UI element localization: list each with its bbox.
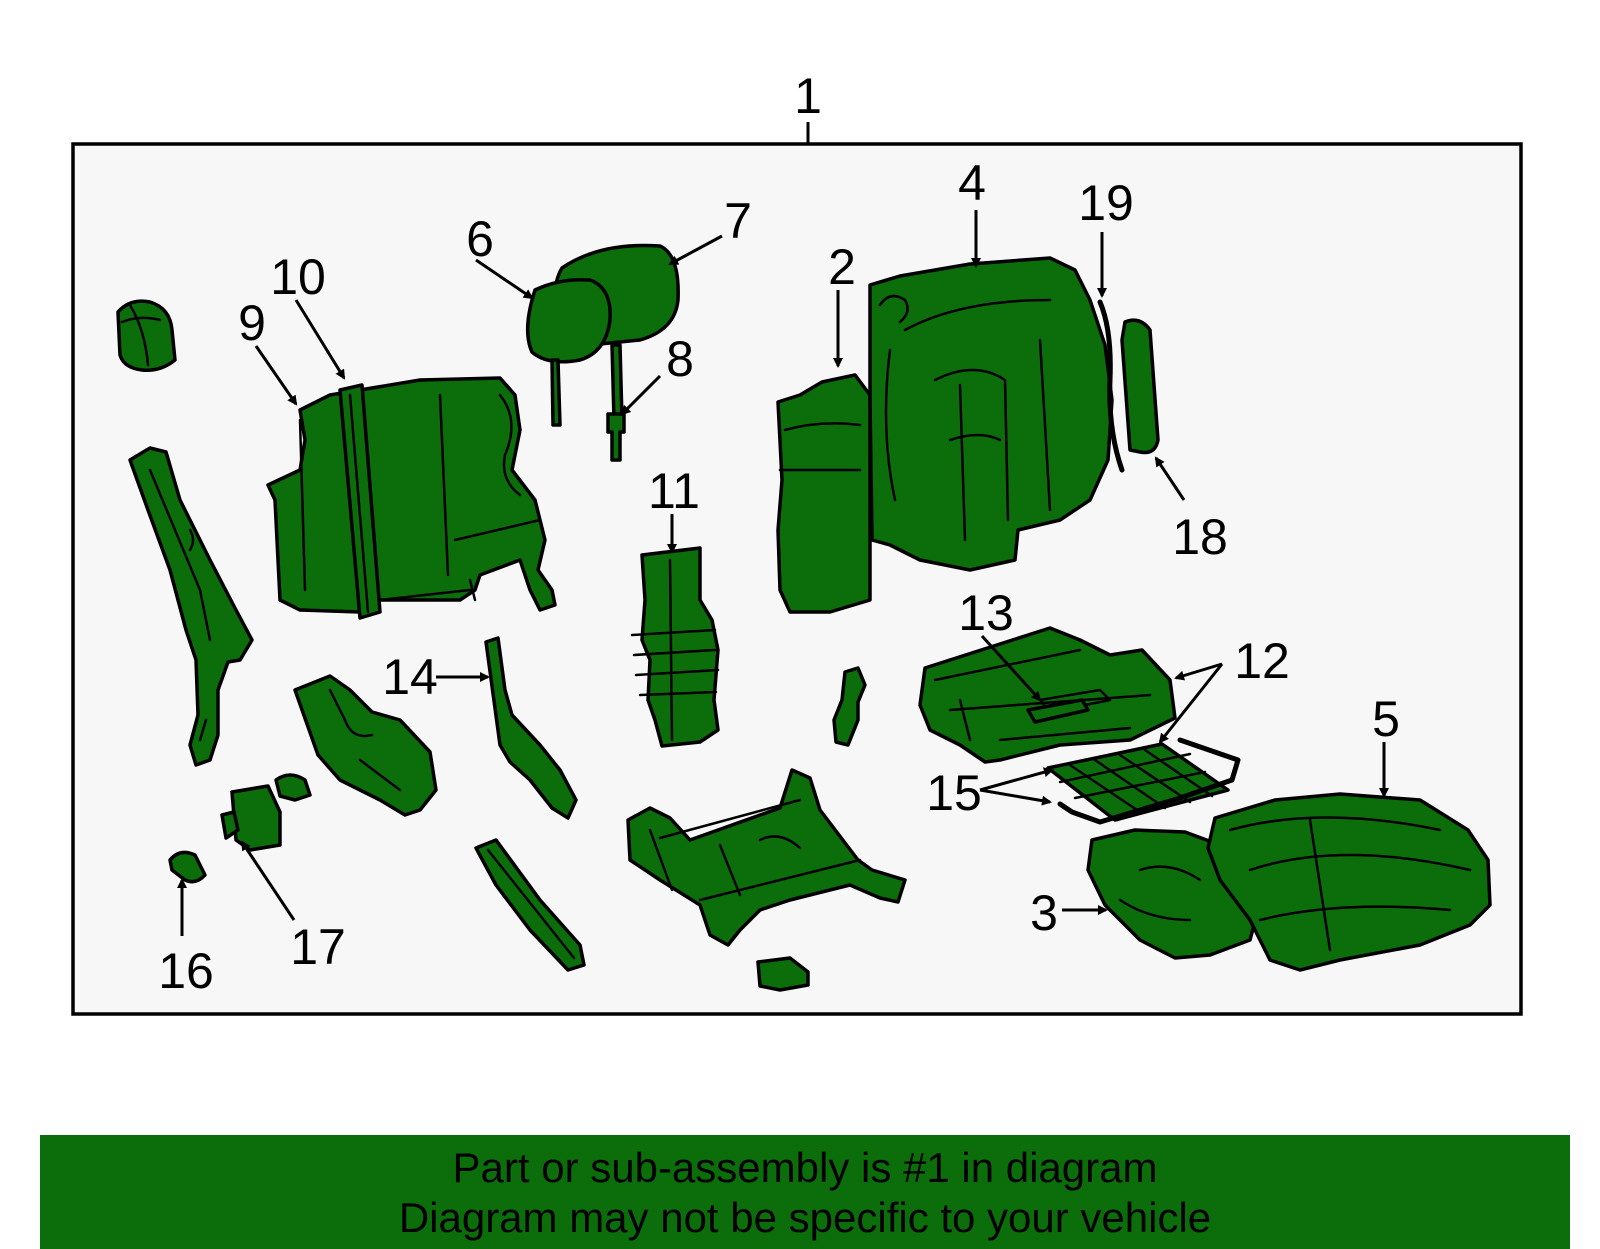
callout-11: 11 [648, 463, 700, 519]
part-8-headrest-guide[interactable] [606, 412, 626, 462]
callout-7: 7 [724, 193, 752, 249]
part-bolster[interactable] [293, 674, 438, 817]
part-11-lumbar[interactable] [630, 546, 720, 748]
part-small-bracket[interactable] [756, 956, 810, 992]
leader-7 [668, 234, 723, 266]
callout-4: 4 [958, 155, 986, 211]
part-lower-rail[interactable] [474, 838, 586, 972]
part-19-rod[interactable] [1097, 299, 1125, 473]
part-15-wire[interactable] [1057, 737, 1241, 825]
callout-10: 10 [270, 249, 326, 305]
callout-16: 16 [158, 943, 214, 999]
leader-10 [294, 299, 346, 380]
leader-18 [1154, 456, 1186, 501]
part-14-rail[interactable] [484, 636, 578, 820]
callout-9: 9 [238, 295, 266, 351]
callout-17: 17 [290, 919, 346, 975]
callout-8: 8 [666, 331, 694, 387]
leader-12b [1158, 663, 1224, 744]
footer-banner: Part or sub-assembly is #1 in diagram Di… [40, 1135, 1570, 1249]
part-seat-adjuster[interactable] [626, 768, 907, 947]
callout-13: 13 [958, 585, 1014, 641]
leader-13 [980, 634, 1042, 702]
footer-line-1: Part or sub-assembly is #1 in diagram [452, 1144, 1158, 1191]
part-2-seatback-pad[interactable] [776, 373, 872, 614]
leader-15a [979, 767, 1054, 792]
leader-6 [475, 258, 534, 300]
part-18-side-trim[interactable] [1120, 318, 1160, 455]
callout-12: 12 [1234, 633, 1290, 689]
part-17-switch[interactable] [220, 773, 312, 852]
leader-17 [240, 840, 296, 921]
footer-line-2: Diagram may not be specific to your vehi… [398, 1194, 1212, 1241]
callout-15: 15 [926, 765, 982, 821]
part-4-seatback-cover[interactable] [868, 256, 1114, 572]
callout-1: 1 [794, 68, 822, 124]
callout-14: 14 [382, 649, 438, 705]
callout-6: 6 [466, 211, 494, 267]
leader-15b [979, 788, 1052, 806]
part-cap[interactable] [116, 299, 177, 373]
part-6-headrest[interactable] [525, 277, 624, 427]
leader-8 [620, 374, 662, 416]
leader-9 [254, 345, 298, 406]
part-latch[interactable] [832, 666, 867, 747]
leader-12a [1174, 662, 1223, 681]
callout-5: 5 [1372, 691, 1400, 747]
part-15-heater-mat[interactable] [1046, 742, 1230, 822]
callout-18: 18 [1172, 509, 1228, 565]
part-10-frame-bar[interactable] [338, 383, 382, 620]
callout-19: 19 [1078, 175, 1134, 231]
callout-2: 2 [828, 239, 856, 295]
part-side-trim[interactable] [128, 446, 254, 767]
callout-3: 3 [1030, 885, 1058, 941]
part-16-knob[interactable] [168, 850, 207, 884]
part-9-seatback-frame[interactable] [266, 376, 557, 614]
part-13-spring[interactable] [1026, 698, 1090, 724]
